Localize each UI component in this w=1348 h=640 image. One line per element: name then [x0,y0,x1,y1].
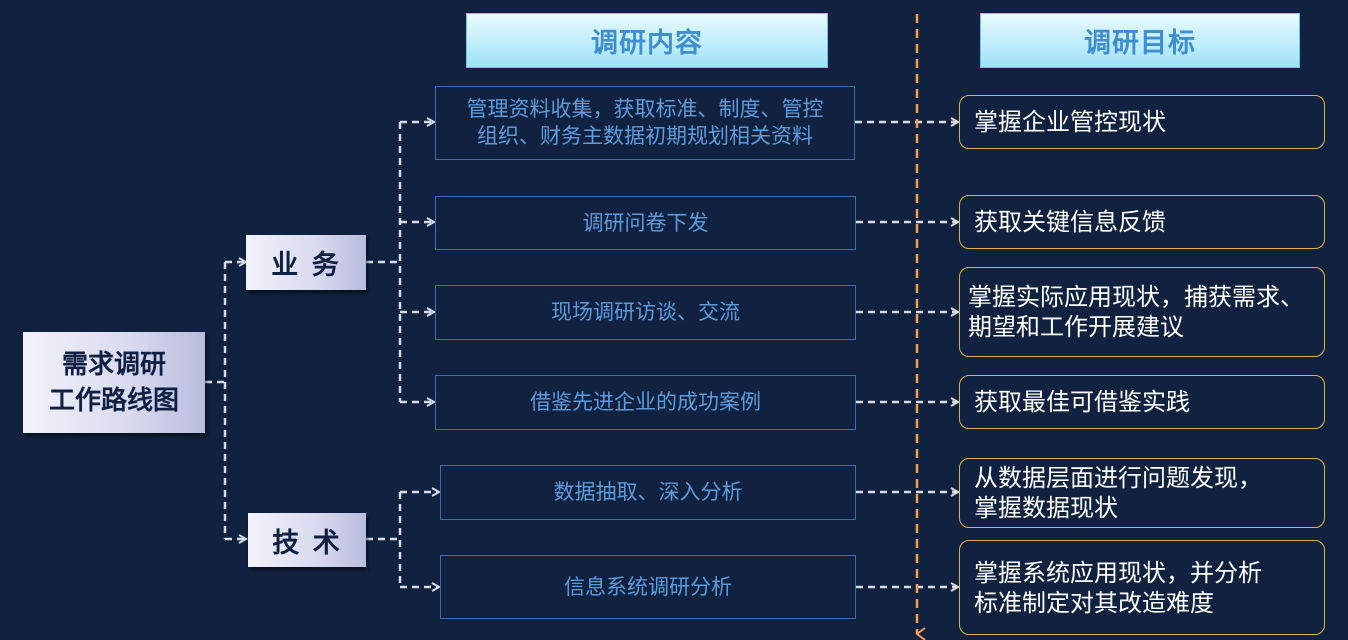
goal-text-4: 获取最佳可借鉴实践 [974,388,1190,416]
goal-box-5: 从数据层面进行问题发现， 掌握数据现状 [959,458,1325,528]
content-text-5: 数据抽取、深入分析 [553,480,743,504]
content-box-6: 信息系统调研分析 [440,555,856,619]
content-header-label: 调研内容 [591,28,703,59]
root-node: 需求调研 工作路线图 [23,332,205,433]
root-label-line-2: 工作路线图 [48,385,179,416]
goal-box-6: 掌握系统应用现状，并分析 标准制定对其改造难度 [959,540,1325,635]
goal-text-5b: 掌握数据现状 [974,494,1118,522]
root-label-line-1: 需求调研 [61,349,166,380]
goal-text-6b: 标准制定对其改造难度 [974,588,1214,617]
content-text-2: 调研问卷下发 [582,210,709,235]
content-box-2: 调研问卷下发 [435,196,856,250]
goal-box-1: 掌握企业管控现状 [959,95,1325,149]
goal-box-2: 获取关键信息反馈 [959,195,1325,249]
goal-box-3: 掌握实际应用现状，捕获需求、 期望和工作开展建议 [959,267,1325,357]
content-box-5: 数据抽取、深入分析 [440,465,856,520]
goal-text-1: 掌握企业管控现状 [974,108,1166,136]
goal-header-label: 调研目标 [1084,28,1196,59]
content-text-6: 信息系统调研分析 [564,574,732,599]
goal-header: 调研目标 [980,13,1300,68]
goal-text-3b: 期望和工作开展建议 [968,313,1184,341]
content-text-1b: 组织、财务主数据初期规划相关资料 [477,124,813,148]
content-text-1a: 管理资料收集，获取标准、制度、管控 [466,97,824,121]
goal-box-4: 获取最佳可借鉴实践 [959,375,1325,429]
goal-text-6a: 掌握系统应用现状，并分析 [974,558,1262,587]
content-text-3: 现场调研访谈、交流 [551,300,740,324]
category-technical-label: 技 术 [272,527,342,559]
content-box-3: 现场调研访谈、交流 [435,285,856,340]
content-header: 调研内容 [466,13,828,68]
goal-text-3a: 掌握实际应用现状，捕获需求、 [968,283,1304,311]
category-business-label: 业 务 [271,250,341,281]
content-text-4: 借鉴先进企业的成功案例 [530,390,761,414]
content-box-4: 借鉴先进企业的成功案例 [435,375,856,430]
goal-text-5a: 从数据层面进行问题发现， [974,464,1262,492]
goal-text-2: 获取关键信息反馈 [974,208,1166,236]
content-box-1: 管理资料收集，获取标准、制度、管控 组织、财务主数据初期规划相关资料 [435,86,855,160]
category-technical: 技 术 [248,513,366,567]
category-business: 业 务 [246,235,366,290]
